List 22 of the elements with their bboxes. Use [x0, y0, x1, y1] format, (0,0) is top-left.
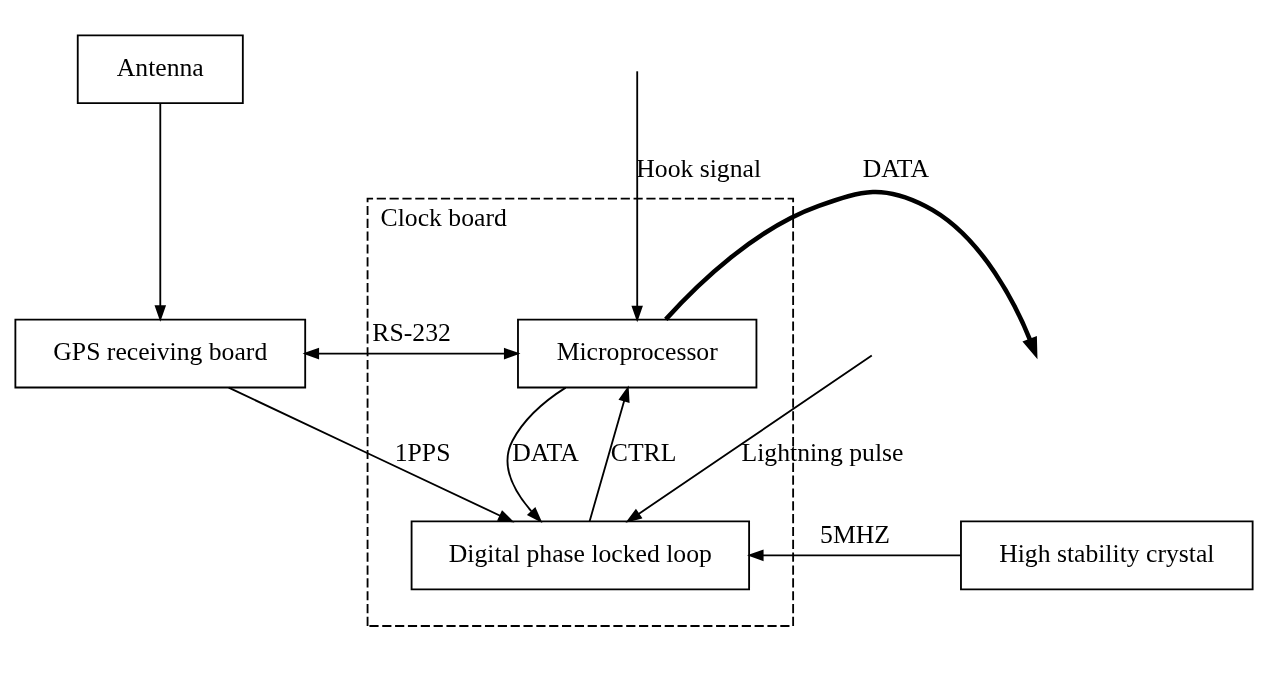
edge-label: 5MHZ: [820, 519, 890, 549]
arrow: [227, 386, 515, 522]
node-box: High stability crystal: [960, 520, 1254, 590]
arrow: [664, 189, 1038, 359]
edge-label: DATA: [512, 437, 579, 467]
node-box: GPS receiving board: [14, 318, 307, 388]
arrow: [747, 549, 962, 561]
edge-label: Hook signal: [636, 153, 762, 183]
arrow: [154, 101, 167, 322]
node-box: Digital phase locked loop: [410, 520, 750, 590]
arrow: [631, 69, 643, 322]
node-box: Antenna: [76, 33, 244, 104]
arrow: [588, 384, 630, 522]
arrow: [506, 386, 567, 523]
edge-label: DATA: [862, 153, 930, 183]
edge-label: RS-232: [372, 317, 451, 347]
arrow: [625, 354, 873, 523]
arrow: [302, 347, 521, 359]
edge-label: Lightning pulse: [741, 437, 904, 467]
node-box: Microprocessor: [517, 318, 758, 388]
edge-label: CTRL: [610, 437, 677, 467]
edge-label: 1PPS: [394, 437, 451, 467]
